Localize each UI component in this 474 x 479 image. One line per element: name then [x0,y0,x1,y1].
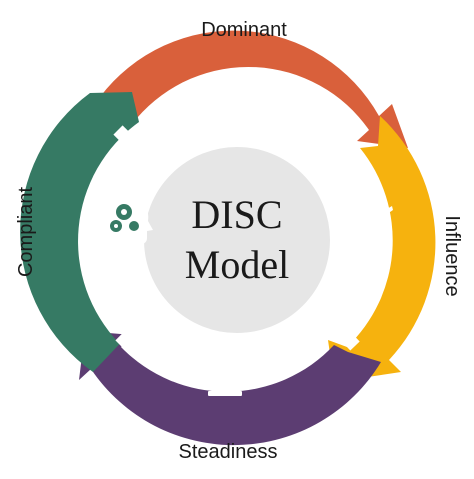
segment-compliant [20,92,139,372]
separator-nw [113,125,170,182]
label-compliant: Compliant [15,187,37,277]
person-icon [236,76,260,137]
separators [113,123,360,351]
separator-se [304,293,360,351]
center-title-line1: DISC [191,192,282,237]
separator-sw [115,294,171,350]
segment-dominant [92,30,408,148]
center-circle [134,137,340,343]
hourglass-icon [208,344,242,396]
segment-steadiness [79,331,381,446]
label-steadiness: Steadiness [179,441,278,463]
segment-influence [328,116,436,382]
label-influence: Influence [441,215,463,296]
center-title-line2: Model [185,242,289,287]
head-gears-icon [96,190,153,258]
separator-ne [304,123,360,182]
dancer-icon: S [344,206,393,261]
label-dominant: Dominant [201,19,287,41]
svg-text:S: S [344,223,367,261]
